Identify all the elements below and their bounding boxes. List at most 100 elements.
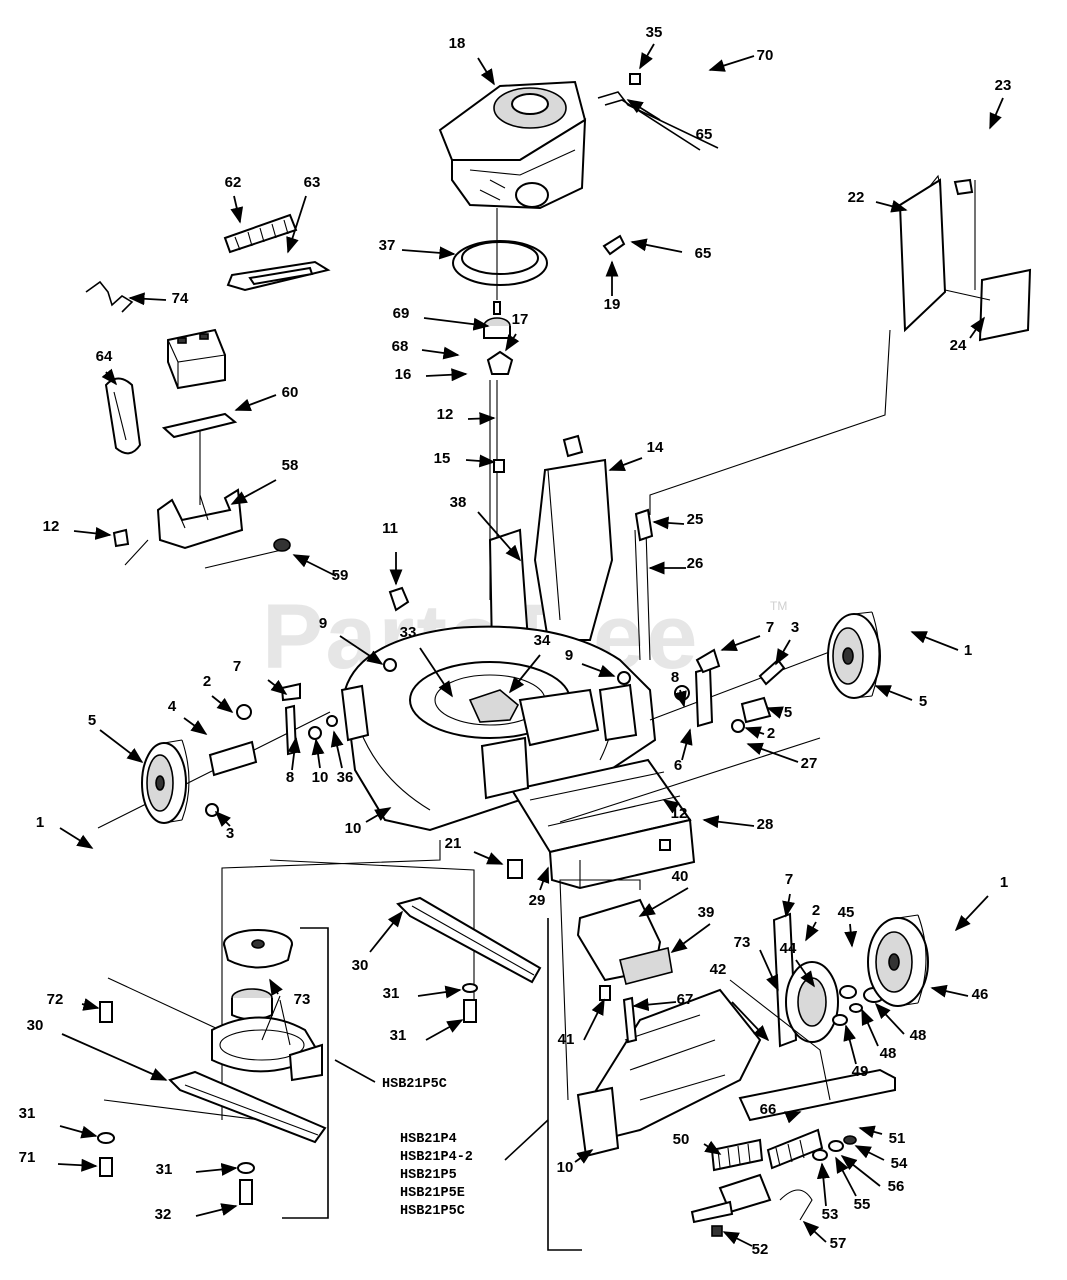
callout-label: 37 <box>379 237 396 254</box>
callout-label: 2 <box>812 902 820 919</box>
knob-59 <box>273 538 291 552</box>
leader-arrow <box>638 887 689 917</box>
callout-label: 52 <box>752 1241 769 1258</box>
side-panel <box>649 174 1032 515</box>
leader-arrow <box>703 1140 722 1155</box>
callout-label: 30 <box>352 957 369 974</box>
callout-label: 65 <box>695 245 712 262</box>
callout-label: 31 <box>390 1027 407 1044</box>
callout-label: 65 <box>696 126 713 143</box>
callout-label: 17 <box>512 311 529 328</box>
callout-label: 26 <box>687 555 704 572</box>
callout-label: 74 <box>172 290 189 307</box>
leader-arrow <box>417 985 462 999</box>
leader-arrow <box>626 99 661 121</box>
callout-label: 11 <box>382 520 398 537</box>
callout-label: 10 <box>312 769 329 786</box>
leader-arrow <box>835 1156 857 1197</box>
callout-label: 9 <box>565 647 573 664</box>
callout-label: 55 <box>854 1196 871 1213</box>
leader-arrow <box>465 454 496 468</box>
leader-arrow <box>795 959 815 988</box>
guide-rear <box>559 879 641 1101</box>
callout-label: 31 <box>19 1105 36 1122</box>
blade-adapter-upper <box>483 317 514 375</box>
callout-label: 29 <box>529 892 546 909</box>
fasteners-lower-left <box>97 1001 255 1205</box>
leader-arrow <box>421 346 460 360</box>
callout-label: 12 <box>43 518 60 535</box>
callout-label: 48 <box>880 1045 897 1062</box>
rod-27 <box>559 737 821 823</box>
leader-arrow <box>330 730 344 769</box>
leader-arrow <box>477 511 522 562</box>
callout-label: 1 <box>1000 874 1008 891</box>
leader-arrow <box>854 1145 885 1161</box>
leader-arrow <box>805 921 819 942</box>
callout-label: 60 <box>282 384 299 401</box>
guide-rear-2 <box>729 979 831 1101</box>
leader-arrow <box>230 195 244 224</box>
callout-label: 10 <box>345 820 362 837</box>
leader-arrow <box>365 807 392 823</box>
group-b-pointer <box>504 1119 549 1161</box>
callout-label: 19 <box>604 296 621 313</box>
leader-arrow <box>875 199 908 213</box>
blade-lower-left <box>168 1070 327 1144</box>
fasteners-misc <box>112 301 671 879</box>
callout-label: 12 <box>671 805 688 822</box>
leader-arrow <box>930 984 969 998</box>
leader-arrow <box>419 647 453 698</box>
callout-label: 1 <box>36 814 44 831</box>
callout-label: 31 <box>156 1161 173 1178</box>
leader-arrow <box>423 317 490 331</box>
callout-label: 56 <box>888 1178 905 1195</box>
model-list: HSB21P4 HSB21P4-2 HSB21P5 HSB21P5E HSB21… <box>400 1132 473 1219</box>
callout-label: 40 <box>672 868 689 885</box>
model-label: HSB21P4-2 <box>400 1150 473 1165</box>
rear-wheel-parts <box>772 912 929 1048</box>
callout-label: 70 <box>757 47 774 64</box>
callout-label: 36 <box>337 769 354 786</box>
leader-arrow <box>183 717 208 735</box>
callout-label: 66 <box>760 1101 777 1118</box>
leader-arrow <box>401 246 456 260</box>
leader-arrow <box>286 195 307 254</box>
drive-linkage <box>690 1068 896 1237</box>
rear-axle-housing <box>576 898 762 1158</box>
callout-label: 59 <box>332 567 349 584</box>
leader-arrow <box>746 742 799 763</box>
watermark-trademark: TM <box>770 599 787 613</box>
leader-arrow <box>269 978 283 996</box>
clip-19 <box>602 234 626 256</box>
leader-arrow <box>782 893 795 918</box>
leader-arrow <box>802 1220 827 1243</box>
leader-arrow <box>702 815 755 829</box>
callout-label: 35 <box>646 24 663 41</box>
callout-label: 6 <box>674 757 682 774</box>
leader-arrow <box>861 1008 879 1047</box>
ref-73-lines <box>261 995 291 1046</box>
leader-arrow <box>214 810 231 827</box>
callout-label: 1 <box>964 642 972 659</box>
callout-label: 45 <box>838 904 855 921</box>
callout-label: 4 <box>168 698 177 715</box>
callout-label: 5 <box>88 712 96 729</box>
model-label: HSB21P4 <box>400 1132 457 1147</box>
callout-label: 72 <box>47 991 64 1008</box>
leader-arrow <box>766 706 784 719</box>
callout-label: 58 <box>282 457 299 474</box>
model-label-hsb21p5c: HSB21P5C <box>382 1077 447 1092</box>
leader-arrow <box>844 923 858 948</box>
callout-label: 48 <box>910 1027 927 1044</box>
leader-arrow <box>731 1001 770 1042</box>
leader-arrow <box>744 726 765 739</box>
callout-label: 16 <box>395 366 412 383</box>
rear-flap <box>480 736 696 890</box>
mount-ring <box>452 240 548 286</box>
leader-arrow <box>267 679 288 695</box>
leader-arrow <box>784 1111 802 1124</box>
callout-label: 21 <box>445 835 462 852</box>
